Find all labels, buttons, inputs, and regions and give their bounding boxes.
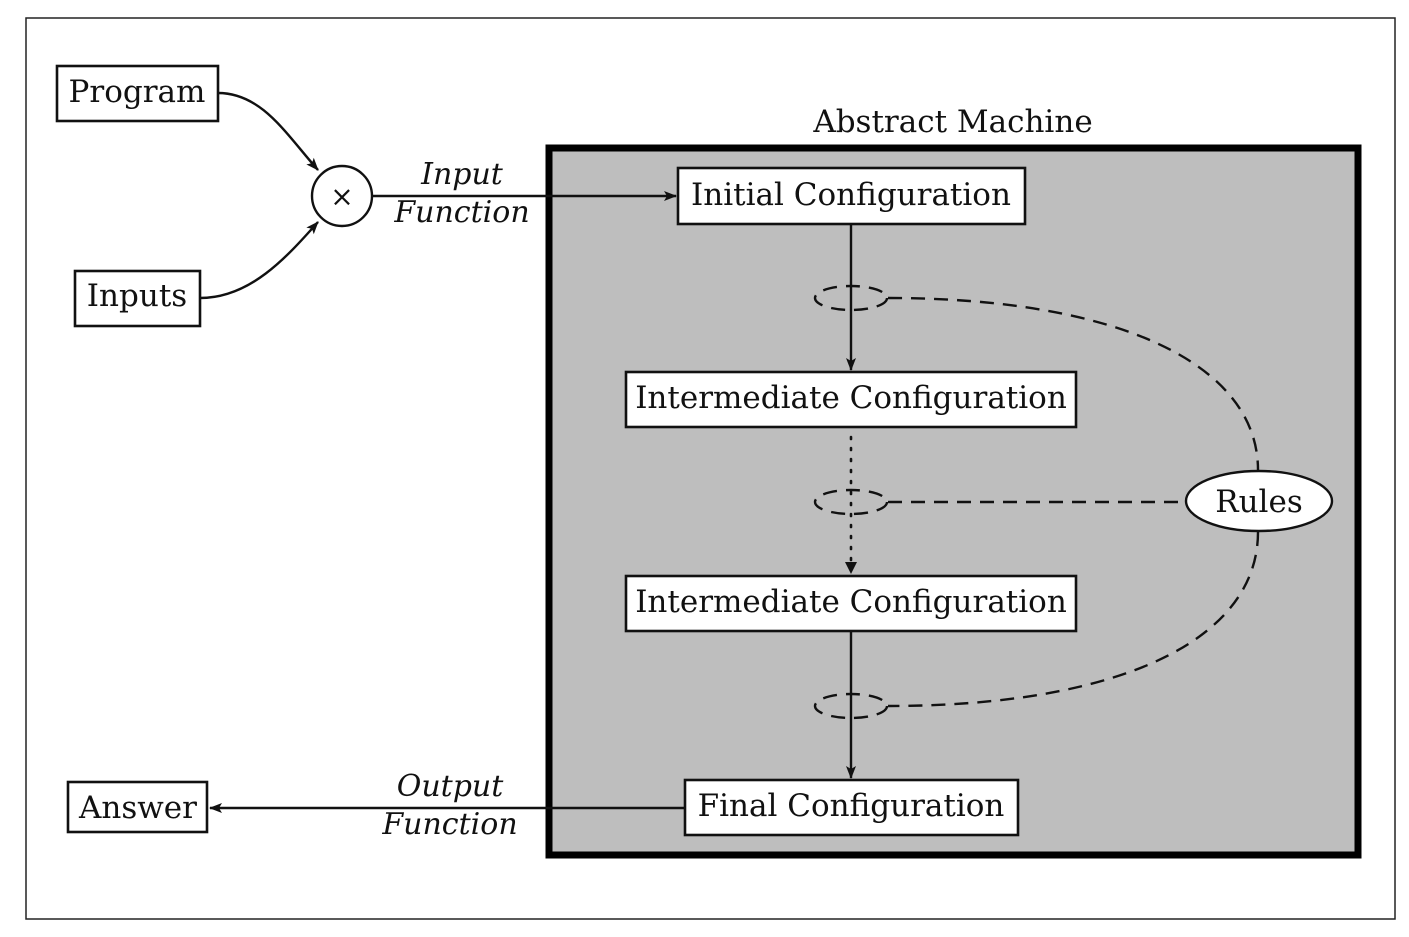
rule-application-loop-2	[813, 488, 889, 516]
program-box	[55, 64, 220, 123]
inputs-to-product-arrow	[199, 221, 319, 300]
input-function-label-2: Function	[393, 195, 529, 230]
rule-application-loop-3	[813, 692, 889, 720]
input-function-label-1: Input	[420, 157, 504, 192]
initial-configuration-label: Initial Configuration	[691, 177, 1011, 213]
machine-title: Abstract Machine	[812, 104, 1092, 140]
rules-link-top	[887, 296, 1260, 471]
output-function-label-2: Function	[381, 807, 517, 842]
rules-node	[1184, 469, 1334, 533]
final-configuration-label: Final Configuration	[698, 788, 1005, 824]
answer-label: Answer	[78, 790, 197, 826]
intermediate-configuration-box-2	[624, 574, 1078, 633]
program-label: Program	[69, 74, 206, 110]
intermediate-configuration-box-1	[624, 370, 1078, 429]
rules-link-bottom	[887, 531, 1260, 708]
inputs-label: Inputs	[87, 278, 187, 314]
intermediate-configuration-label-2: Intermediate Configuration	[635, 584, 1067, 620]
program-to-product-arrow	[217, 91, 319, 171]
rules-label: Rules	[1215, 484, 1302, 520]
page-border	[25, 17, 1396, 920]
final-configuration-box	[683, 778, 1020, 837]
initial-configuration-box	[676, 166, 1027, 226]
transition-dotted-arrowhead	[845, 562, 857, 574]
product-symbol: ×	[330, 180, 353, 213]
output-function-label-1: Output	[397, 769, 504, 804]
intermediate-configuration-label-1: Intermediate Configuration	[635, 380, 1067, 416]
answer-box	[66, 780, 209, 834]
rule-application-loop-1	[813, 284, 889, 312]
